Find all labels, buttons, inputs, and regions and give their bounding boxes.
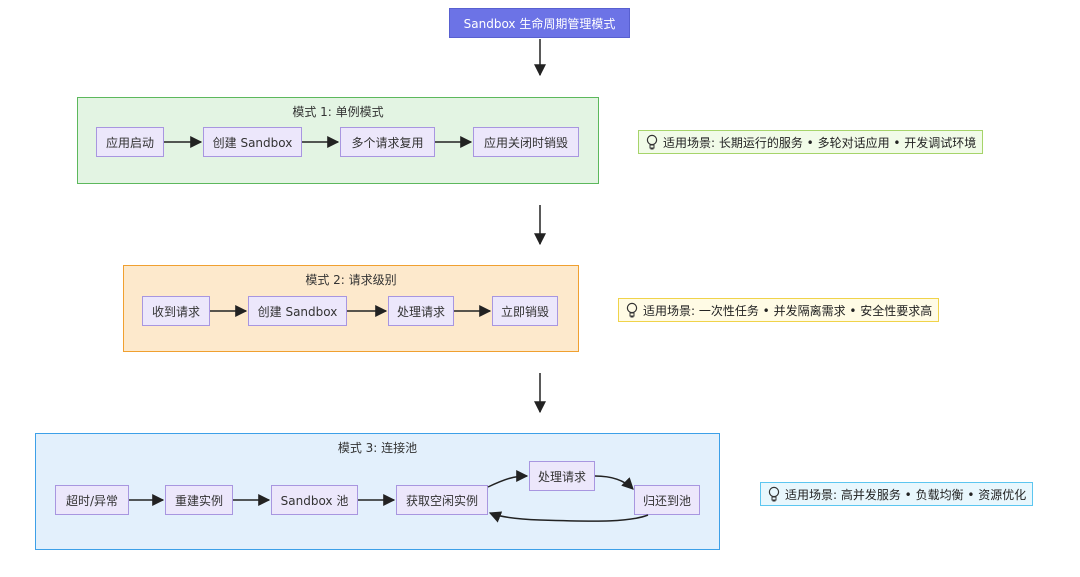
mode1-node-app-start: 应用启动 [96, 127, 164, 157]
mode2-node-create-sandbox: 创建 Sandbox [248, 296, 347, 326]
lightbulb-icon [646, 134, 658, 150]
arrow-m3-return-to-idle [488, 511, 649, 523]
mode3-node-sandbox-pool: Sandbox 池 [271, 485, 358, 515]
mode1-node-destroy-on-close: 应用关闭时销毁 [473, 127, 579, 157]
mode3-title: 模式 3: 连接池 [337, 441, 418, 455]
mode1-tip-text: 适用场景: 长期运行的服务 • 多轮对话应用 • 开发调试环境 [663, 135, 977, 150]
lightbulb-icon [626, 302, 638, 318]
mode3-tip: 适用场景: 高并发服务 • 负载均衡 • 资源优化 [760, 482, 1034, 506]
mode1-title: 模式 1: 单例模式 [292, 105, 384, 119]
mode2-tip-text: 适用场景: 一次性任务 • 并发隔离需求 • 安全性要求高 [643, 303, 933, 318]
arrow-m3-idle-to-handle [487, 470, 529, 488]
diagram-title: Sandbox 生命周期管理模式 [449, 8, 630, 38]
lightbulb-icon [768, 486, 780, 502]
mode2-node-handle-request: 处理请求 [388, 296, 454, 326]
mode2-tip: 适用场景: 一次性任务 • 并发隔离需求 • 安全性要求高 [618, 298, 940, 322]
arrow-m3-handle-to-return [594, 475, 634, 490]
mode1-node-reuse-requests: 多个请求复用 [340, 127, 435, 157]
mode1-node-create-sandbox: 创建 Sandbox [203, 127, 302, 157]
mode3-node-rebuild-instance: 重建实例 [165, 485, 233, 515]
mode2-node-destroy-now: 立即销毁 [492, 296, 558, 326]
mode2-title: 模式 2: 请求级别 [305, 273, 397, 287]
mode2-node-receive-request: 收到请求 [142, 296, 210, 326]
mode3-node-return-to-pool: 归还到池 [634, 485, 700, 515]
mode3-node-handle-request: 处理请求 [529, 461, 595, 491]
mode3-node-timeout-error: 超时/异常 [55, 485, 129, 515]
mode1-tip: 适用场景: 长期运行的服务 • 多轮对话应用 • 开发调试环境 [638, 130, 984, 154]
mode3-tip-text: 适用场景: 高并发服务 • 负载均衡 • 资源优化 [785, 487, 1027, 502]
mode3-node-get-idle-instance: 获取空闲实例 [396, 485, 488, 515]
mode3-container: 模式 3: 连接池 [35, 433, 720, 550]
